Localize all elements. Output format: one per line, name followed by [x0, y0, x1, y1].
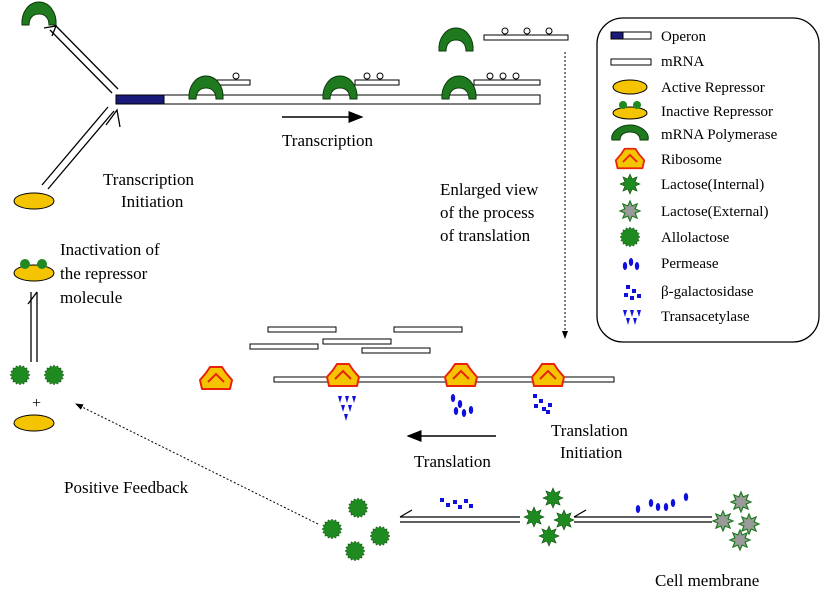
transcription-initiation-label-1: Transcription: [103, 170, 194, 189]
legend-label-galactosidase: β-galactosidase: [661, 284, 754, 300]
enlarged-view-label-1: Enlarged view: [440, 180, 539, 199]
enlarged-view-label-3: of translation: [440, 226, 531, 245]
legend-label-lactose-internal: Lactose(Internal): [661, 177, 764, 193]
enlarged-view-label-2: of the process: [440, 203, 534, 222]
legend-mrna-swatch: [610, 58, 652, 66]
translating-ribosome-2: [444, 363, 478, 387]
translation-initiation-label-1: Translation: [551, 421, 628, 440]
galactosidase-conversion-arrow: [399, 509, 520, 523]
cell-membrane-label: Cell membrane: [655, 571, 759, 590]
legend-active-repressor-swatch: [612, 79, 648, 95]
inactivation-label-3: molecule: [60, 288, 122, 307]
legend-allolactose-swatch: [619, 226, 641, 248]
translating-ribosome-1: [326, 363, 360, 387]
polymerase-binding-arrow: [43, 25, 119, 94]
transcription-initiation-label-2: Initiation: [121, 192, 184, 211]
repressor-binding-arrow: [41, 106, 121, 190]
inactivation-label-1: Inactivation of: [60, 240, 160, 259]
released-polymerase-mrna: [438, 27, 569, 52]
legend-label-mrna: mRNA: [661, 54, 705, 70]
translating-ribosome-3: [531, 363, 565, 387]
legend-label-lactose-external: Lactose(External): [661, 204, 768, 220]
allolactose-cluster: [321, 497, 391, 562]
legend-label-active-repressor: Active Repressor: [661, 80, 765, 96]
legend-label-permease: Permease: [661, 256, 719, 272]
legend-lactose-external-swatch: [619, 200, 641, 222]
legend-label-operon: Operon: [661, 29, 706, 45]
transcribing-polymerase-2: [322, 72, 400, 100]
legend-polymerase-swatch: [611, 124, 649, 141]
positive-feedback-arrow: [75, 403, 319, 525]
legend-label-polymerase: mRNA Polymerase: [661, 127, 778, 143]
legend-label-inactive-repressor: Inactive Repressor: [661, 104, 773, 120]
active-repressor-bottom: [13, 414, 55, 432]
transacetylase-product: [338, 396, 356, 421]
transcribing-polymerase-3: [441, 72, 541, 100]
active-repressor-free: [13, 192, 55, 210]
free-polymerase-top-left: [21, 1, 57, 26]
legend-lactose-internal-swatch: [619, 173, 641, 195]
galactosidase-product: [533, 394, 552, 414]
legend-label-ribosome: Ribosome: [661, 152, 722, 168]
free-ribosome: [199, 366, 233, 390]
permease-product: [450, 394, 474, 417]
legend-galactosidase-swatch: [624, 285, 641, 300]
legend-label-allolactose: Allolactose: [661, 230, 730, 246]
legend-inactive-repressor-swatch: [612, 101, 648, 120]
legend: Operon mRNA Active Repressor Inactive Re…: [596, 17, 820, 343]
plus-sign: +: [32, 395, 41, 412]
inactive-repressor-left: [13, 259, 55, 282]
allolactose-pair: [9, 364, 65, 386]
galactosidase-on-arrow: [440, 498, 473, 509]
lactose-external-cluster: [712, 491, 760, 551]
inactivation-arrow: [27, 291, 38, 362]
free-mrna-strands: [249, 326, 463, 354]
transcribing-polymerase-1: [188, 72, 251, 100]
legend-transacetylase-swatch: [623, 310, 641, 325]
legend-permease-swatch: [622, 258, 640, 270]
lactose-internal-cluster: [523, 487, 575, 547]
translation-initiation-label-2: Initiation: [560, 443, 623, 462]
positive-feedback-label: Positive Feedback: [64, 478, 189, 497]
inactivation-label-2: the repressor: [60, 264, 148, 283]
legend-label-transacetylase: Transacetylase: [661, 309, 750, 325]
legend-operon-swatch: [610, 31, 652, 40]
permease-on-arrow: [635, 493, 689, 513]
permease-transport-arrow: [573, 509, 712, 523]
translation-label: Translation: [414, 452, 491, 471]
transcription-label: Transcription: [282, 131, 373, 150]
